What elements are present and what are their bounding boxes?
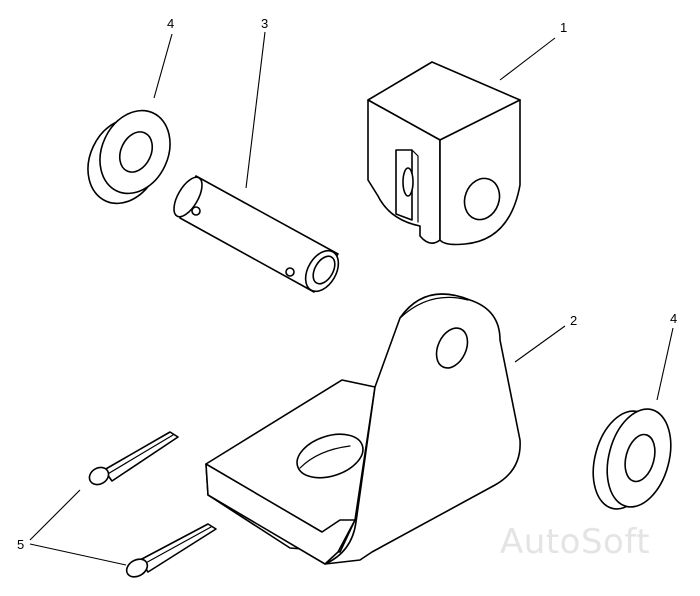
callout-1: 1 — [560, 20, 567, 35]
callout-4-right: 4 — [670, 311, 677, 326]
leader-line-5b — [29, 543, 127, 566]
leader-line-4-right — [656, 327, 674, 401]
washer-part-right — [592, 408, 672, 510]
callout-4-top: 4 — [167, 16, 174, 31]
leader-line-1 — [499, 37, 556, 81]
leader-line-2 — [514, 325, 566, 363]
callout-5: 5 — [17, 537, 24, 552]
bracket-part — [205, 293, 521, 565]
cotter-pin-part-lower — [125, 523, 217, 578]
leader-line-3 — [245, 31, 266, 189]
callout-2: 2 — [570, 313, 577, 328]
cotter-pin-part-upper — [88, 431, 179, 486]
clevis-part — [367, 61, 521, 246]
leader-line-4-top — [153, 33, 173, 99]
washer-part-top — [87, 109, 171, 205]
pin-part — [173, 175, 340, 293]
leader-line-5a — [29, 489, 81, 541]
callout-3: 3 — [261, 16, 268, 31]
